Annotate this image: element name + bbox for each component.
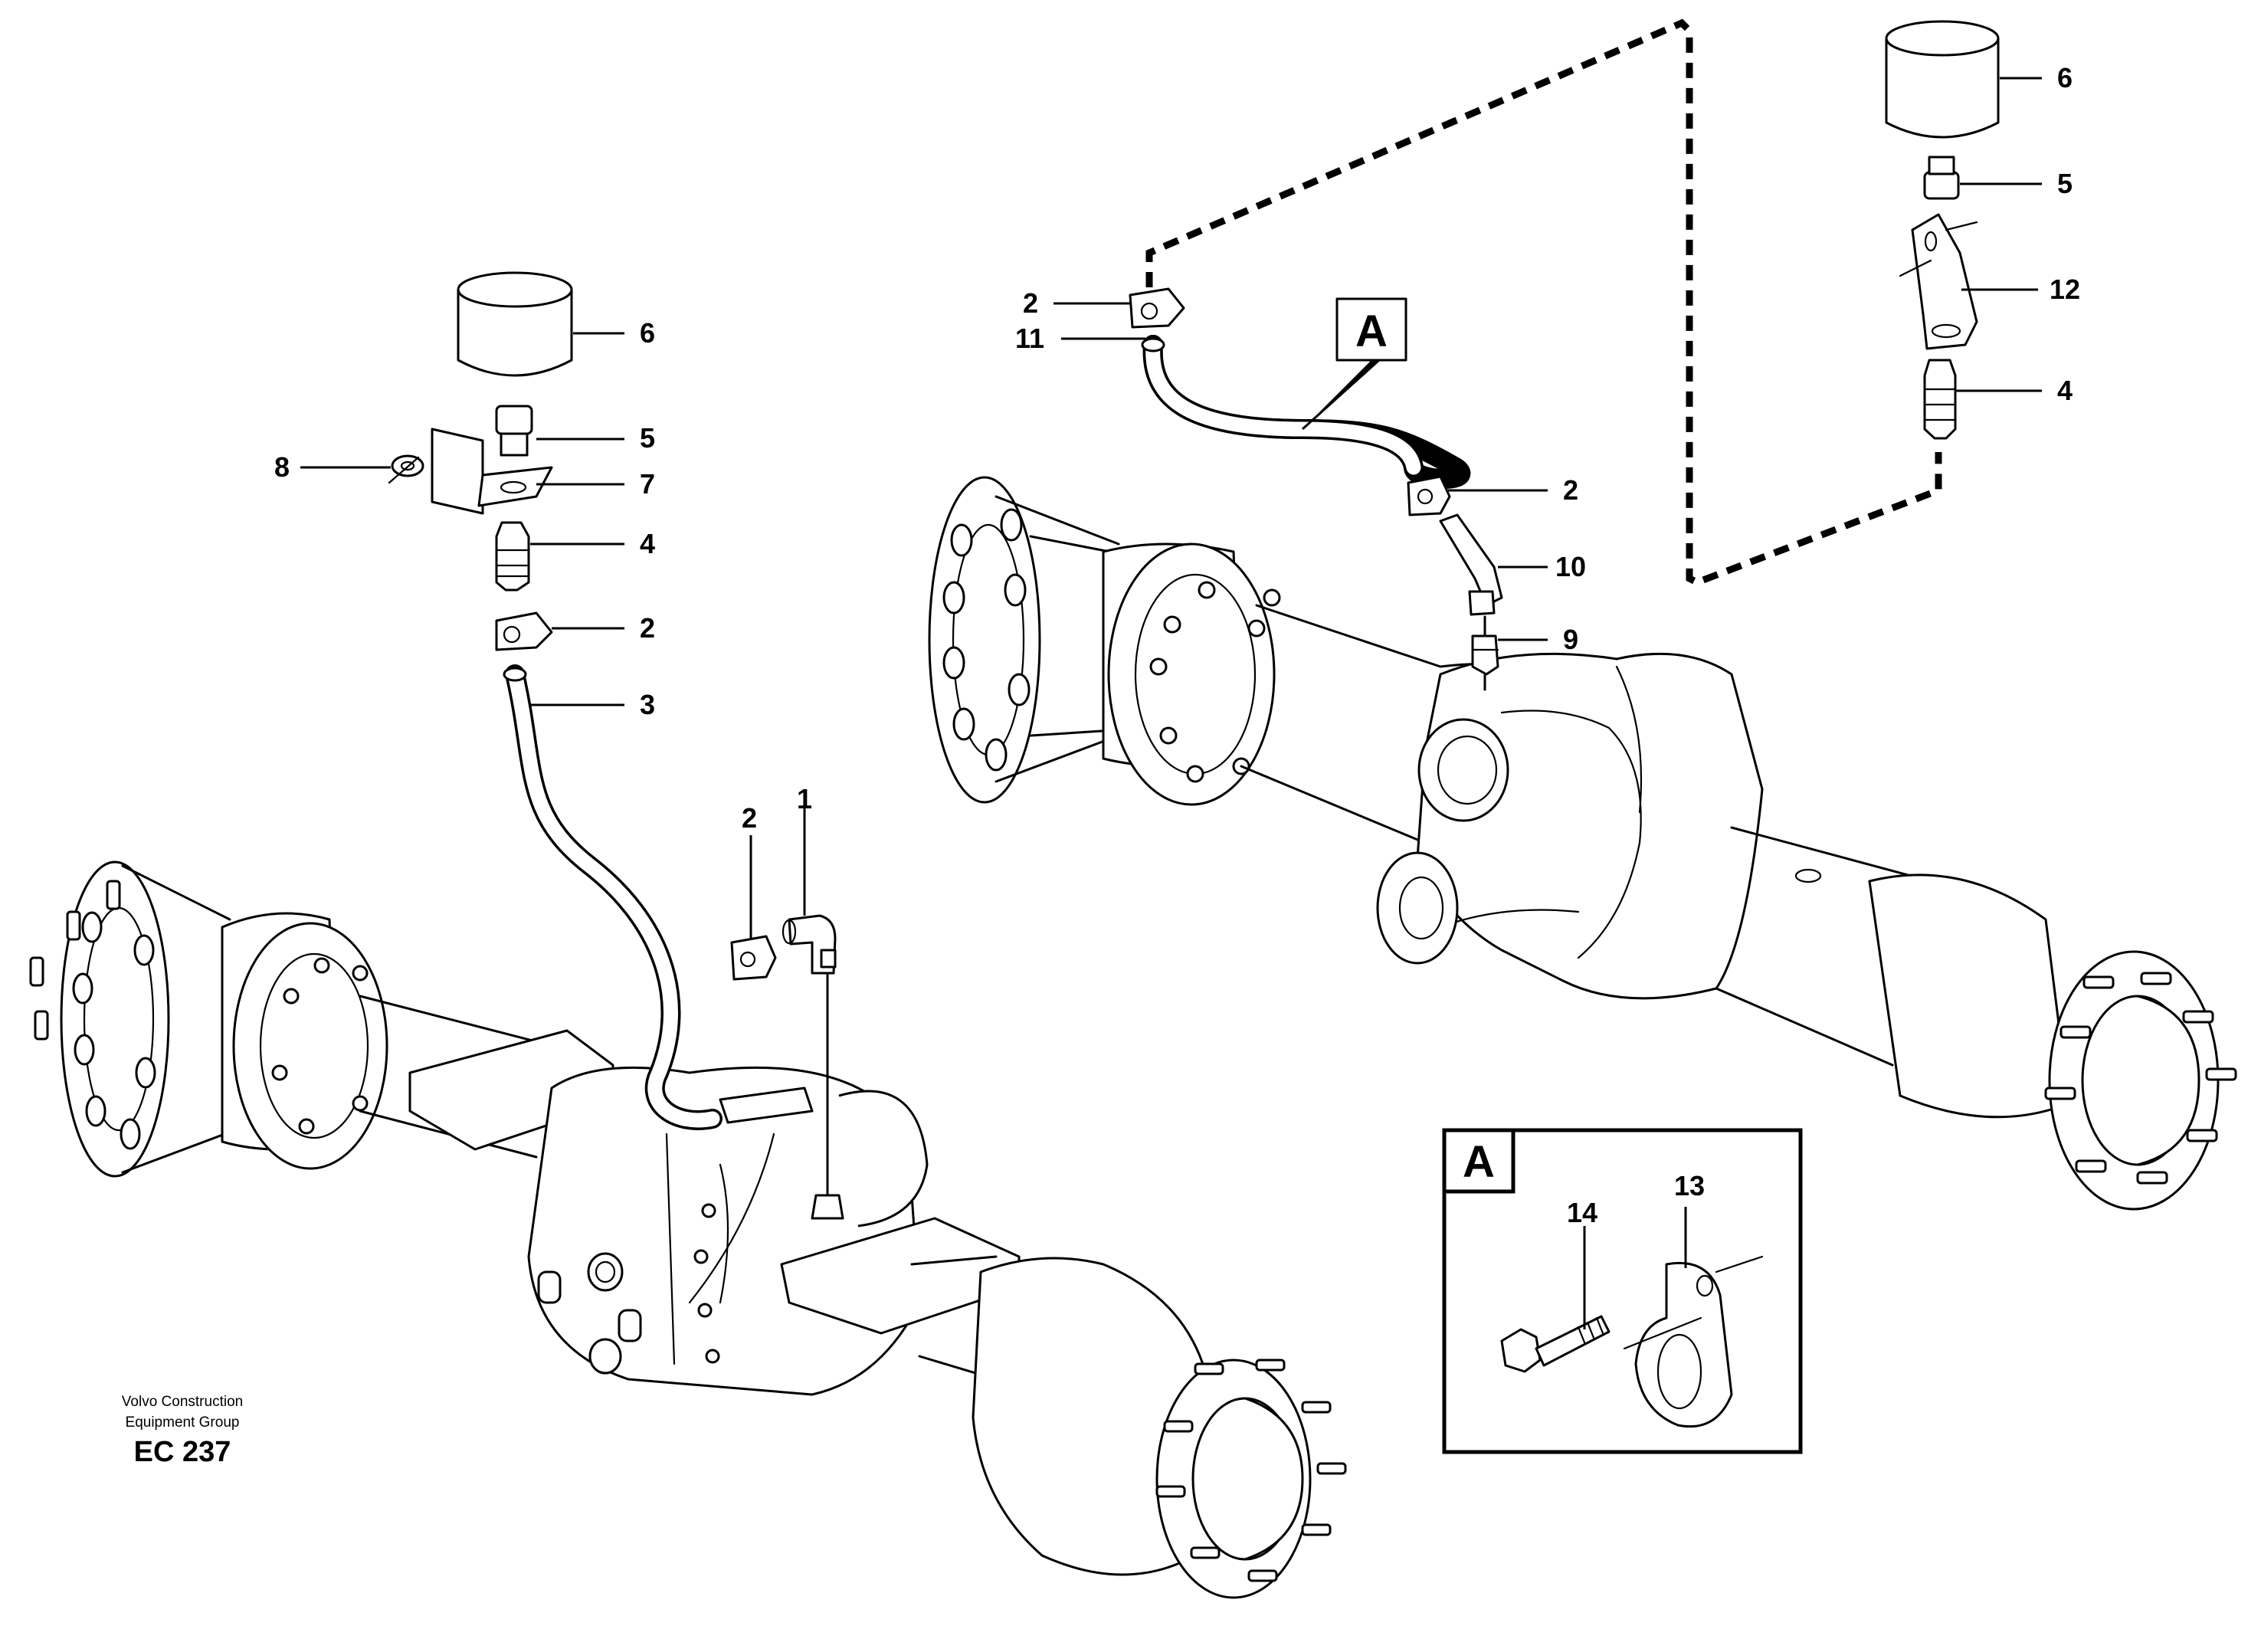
detail-box-a: A bbox=[1442, 1128, 1803, 1454]
left-callouts: 6 5 8 7 4 2 3 2 1 bbox=[274, 317, 812, 939]
callout-5-right: 5 bbox=[2057, 168, 2073, 199]
right-axle-drawing bbox=[928, 476, 2237, 1211]
callout-6-left: 6 bbox=[640, 317, 655, 349]
left-breather-parts bbox=[388, 271, 844, 1220]
callout-2-right-mid: 2 bbox=[1563, 474, 1578, 506]
reference-a-label: A bbox=[1355, 306, 1388, 356]
footer-block: Volvo Construction Equipment Group EC 23… bbox=[122, 1394, 243, 1468]
footer-company-line2: Equipment Group bbox=[126, 1414, 240, 1431]
footer-company-line1: Volvo Construction bbox=[122, 1394, 243, 1410]
left-axle-drawing bbox=[29, 860, 1347, 1599]
callout-3-left: 3 bbox=[640, 689, 655, 720]
footer-code: EC 237 bbox=[134, 1436, 231, 1468]
callout-8-left: 8 bbox=[274, 451, 290, 483]
callout-2-right-upper: 2 bbox=[1023, 287, 1038, 319]
callout-2-left-lower: 2 bbox=[742, 802, 757, 834]
callout-11-right: 11 bbox=[1015, 323, 1044, 354]
callout-12-right: 12 bbox=[2050, 274, 2080, 305]
callout-4-left: 4 bbox=[640, 528, 655, 559]
detail-box-label: A bbox=[1463, 1137, 1495, 1187]
callout-9-right: 9 bbox=[1563, 624, 1578, 655]
callout-13-detail: 13 bbox=[1674, 1170, 1705, 1201]
right-callouts: 2 11 2 10 9 6 5 12 4 bbox=[1015, 62, 2080, 655]
right-breather-parts bbox=[1129, 18, 2000, 691]
callout-7-left: 7 bbox=[640, 468, 655, 500]
callout-14-detail: 14 bbox=[1567, 1197, 1597, 1228]
callout-4-right: 4 bbox=[2057, 375, 2073, 406]
callout-10-right: 10 bbox=[1555, 551, 1586, 582]
reference-a-marker: A bbox=[1301, 297, 1407, 431]
detail-callouts: 14 13 bbox=[1567, 1170, 1705, 1228]
callout-6-right: 6 bbox=[2057, 62, 2073, 93]
callout-5-left: 5 bbox=[640, 422, 655, 454]
callout-2-left-upper: 2 bbox=[640, 612, 655, 644]
callout-1-left: 1 bbox=[797, 783, 812, 815]
